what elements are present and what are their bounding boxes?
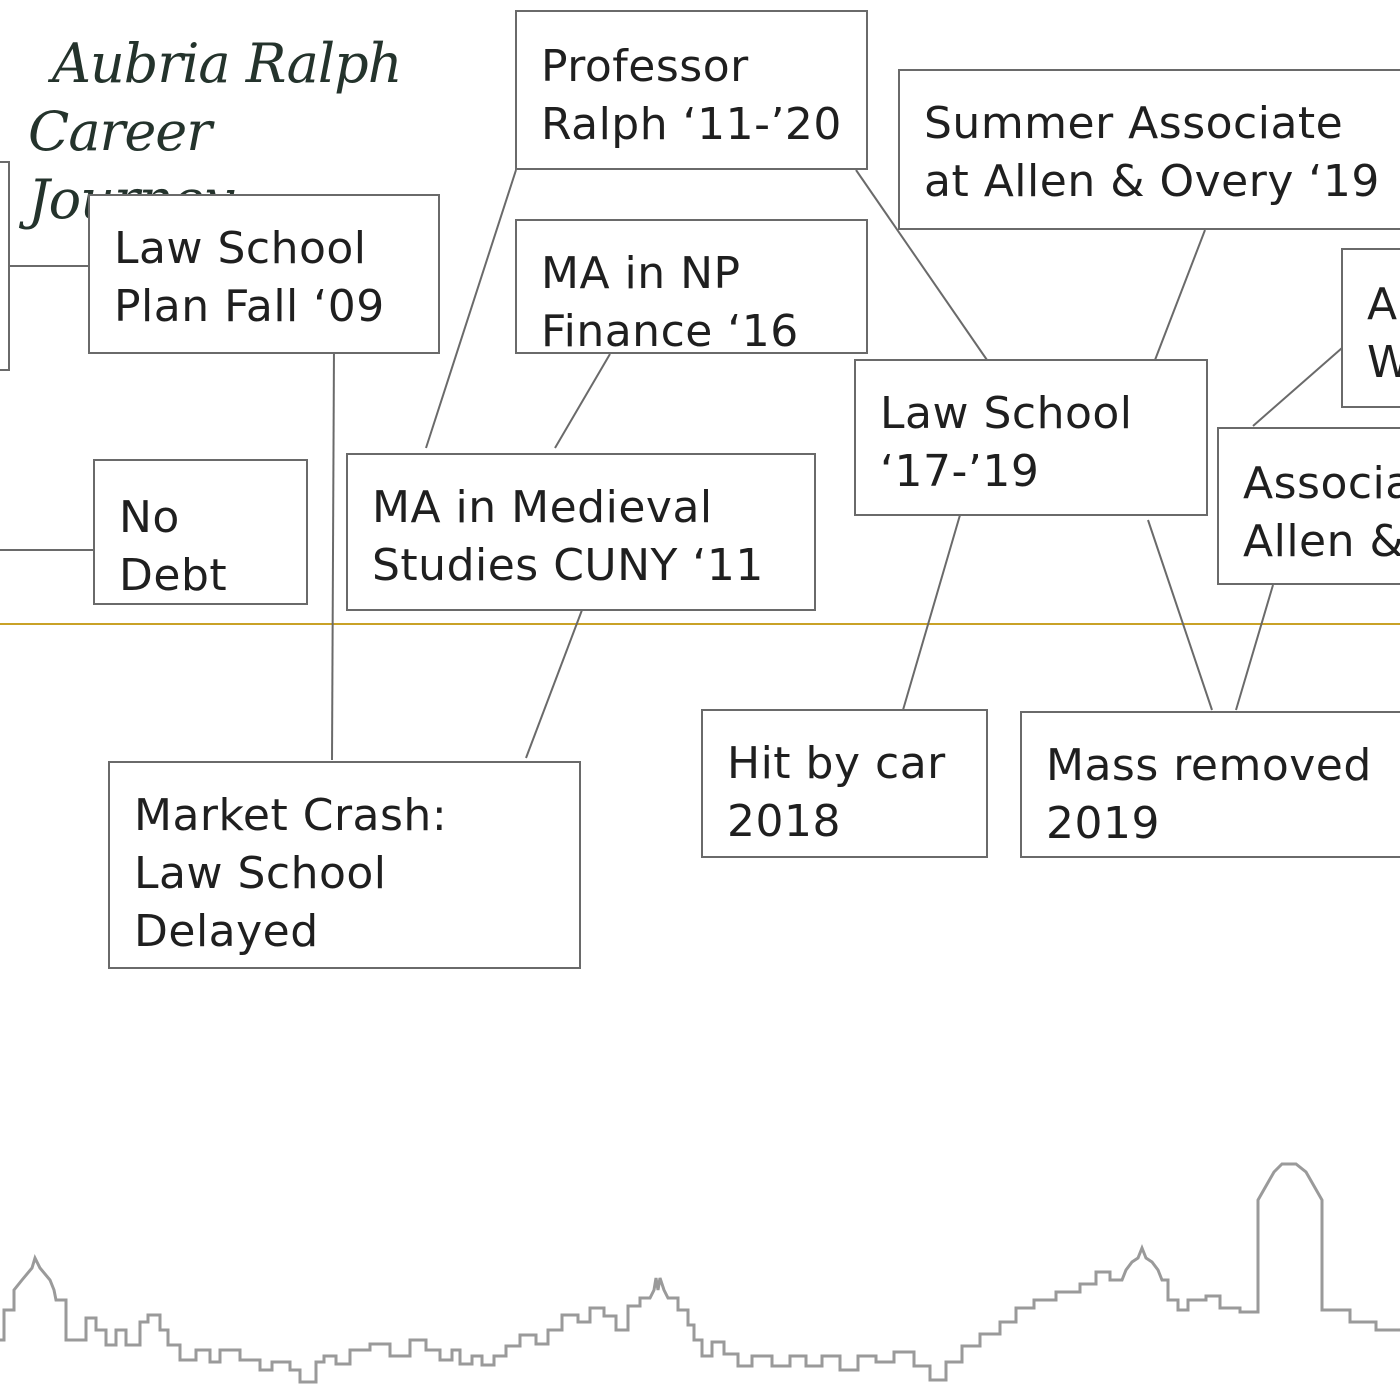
milestone-line: Professor	[541, 41, 749, 92]
milestone-line: ‘17-’19	[880, 446, 1040, 497]
connector-lawschool-hitbycar	[902, 514, 961, 711]
milestone-line: W	[1367, 334, 1400, 392]
milestone-line: Finance ‘16	[541, 306, 799, 354]
connector-professor-medieval	[425, 169, 517, 449]
milestone-line: Law School	[880, 388, 1133, 439]
milestone-line: at Allen & Overy ‘19	[924, 156, 1380, 207]
milestone-no-debt: No Debt	[93, 459, 308, 605]
city-skyline	[0, 1162, 1400, 1384]
milestone-summer-associate: Summer Associate at Allen & Overy ‘19	[898, 69, 1400, 230]
milestone-line: Plan Fall ‘09	[114, 281, 385, 332]
connector-lawplan-crash	[331, 344, 335, 761]
milestone-cut-off-top-right: A W	[1341, 248, 1400, 408]
connector-associate-mass	[1235, 584, 1274, 711]
milestone-associate: Associa Allen &	[1217, 427, 1400, 585]
milestone-line: Allen &	[1243, 516, 1400, 567]
connector-cutbox-associate	[1252, 347, 1343, 427]
milestone-line: Market Crash:	[134, 790, 448, 841]
milestone-line: Debt	[119, 550, 228, 601]
milestone-line: Mass removed	[1046, 740, 1372, 791]
milestone-law-school-plan: Law School Plan Fall ‘09	[88, 194, 440, 354]
milestone-line: Hit by car	[727, 738, 946, 789]
milestone-market-crash: Market Crash: Law School Delayed	[108, 761, 581, 969]
milestone-professor: Professor Ralph ‘11-’20	[515, 10, 868, 170]
milestone-ma-np-finance: MA in NP Finance ‘16	[515, 219, 868, 354]
title-name: Aubria Ralph	[52, 32, 403, 95]
milestone-law-school: Law School ‘17-’19	[854, 359, 1208, 516]
milestone-line: Associa	[1243, 458, 1400, 509]
milestone-line: Law School	[134, 848, 387, 899]
milestone-ma-medieval: MA in Medieval Studies CUNY ‘11	[346, 453, 816, 611]
connector-npfinance-medieval	[554, 353, 611, 449]
milestone-line: A	[1367, 279, 1398, 330]
connector-lawschool-mass	[1147, 519, 1213, 711]
milestone-line: Summer Associate	[924, 98, 1344, 149]
milestone-line: MA in Medieval	[372, 482, 713, 533]
milestone-line: Law School	[114, 223, 367, 274]
milestone-mass-removed: Mass removed 2019	[1020, 711, 1400, 858]
milestone-line: No	[119, 492, 180, 543]
milestone-hit-by-car: Hit by car 2018	[701, 709, 988, 858]
offscreen-box-edge	[0, 161, 10, 371]
milestone-line: 2018	[727, 796, 841, 847]
milestone-line: Ralph ‘11-’20	[541, 99, 842, 150]
milestone-line: Delayed	[134, 906, 319, 957]
connector-summer-lawschool	[1154, 229, 1206, 361]
milestone-line: MA in NP	[541, 248, 741, 299]
connector-medieval-crash	[525, 609, 583, 759]
milestone-line: 2019	[1046, 798, 1160, 849]
milestone-line: Studies CUNY ‘11	[372, 540, 764, 591]
connector-professor-lawschool	[855, 169, 988, 361]
